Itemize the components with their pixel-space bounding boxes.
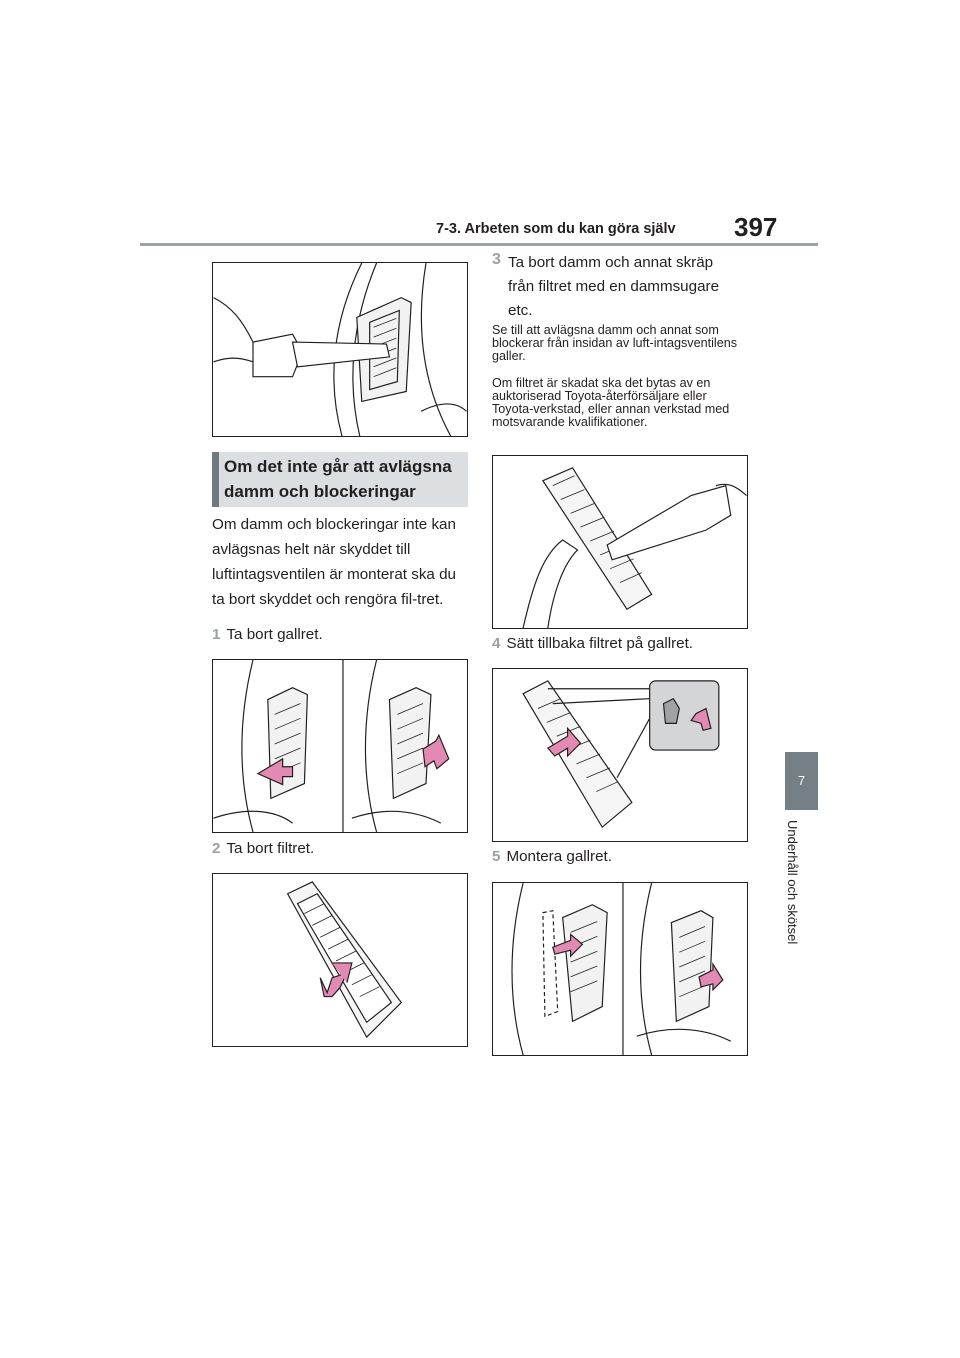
step-text: Ta bort filtret. — [226, 840, 315, 857]
step-number: 4 — [492, 635, 501, 652]
chapter-label: Underhåll och skötsel — [785, 820, 800, 945]
step-5: 5 Montera gallret. — [492, 846, 612, 868]
reinstall-filter-illustration — [492, 668, 748, 842]
section-heading-title: Om det inte går att avlägsna damm och bl… — [224, 457, 452, 501]
page-number: 397 — [734, 212, 778, 242]
running-header-title: 7-3. Arbeten som du kan göra själv — [436, 221, 676, 237]
chapter-label-vertical: Underhåll och skötsel — [775, 820, 825, 980]
step-text: Ta bort damm och annat skräp från filtre… — [508, 254, 720, 319]
remove-filter-illustration — [212, 873, 468, 1047]
section-heading-bar — [212, 452, 219, 507]
note-2: Om filtret är skadat ska det bytas av en… — [492, 376, 730, 429]
step-2: 2 Ta bort filtret. — [212, 838, 314, 860]
intro-paragraph: Om damm och blockeringar inte kan avlägs… — [212, 516, 456, 608]
step-number: 5 — [492, 848, 501, 865]
mount-grille-illustration — [492, 882, 748, 1056]
vacuum-on-grille-illustration — [212, 262, 468, 437]
step-number: 3 — [492, 251, 501, 268]
vacuum-filter-illustration — [492, 455, 748, 629]
chapter-tab: 7 — [785, 752, 818, 810]
section-heading: Om det inte går att avlägsna damm och bl… — [212, 452, 468, 507]
note-1: Se till att avlägsna damm och annat som … — [492, 323, 738, 363]
step-1: 1 Ta bort gallret. — [212, 624, 323, 646]
step-text: Ta bort gallret. — [226, 626, 323, 643]
step-3: 3 Ta bort damm och annat skräp från filt… — [492, 251, 748, 326]
step-number: 1 — [212, 626, 221, 643]
step-4: 4 Sätt tillbaka filtret på gallret. — [492, 633, 693, 655]
step-number: 2 — [212, 840, 221, 857]
remove-grille-illustration — [212, 659, 468, 833]
header-rule — [140, 243, 818, 246]
step-text: Montera gallret. — [506, 848, 612, 865]
step-text: Sätt tillbaka filtret på gallret. — [506, 635, 694, 652]
